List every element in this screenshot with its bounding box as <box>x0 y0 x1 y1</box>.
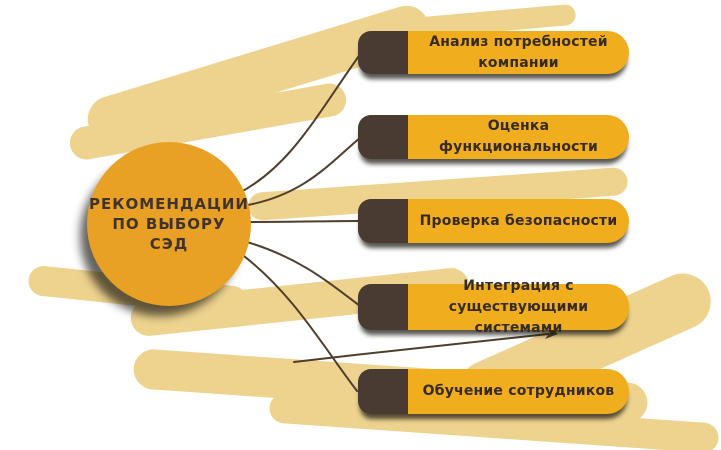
pill-cap <box>358 115 408 159</box>
pill-label: Обучение сотрудников <box>422 383 615 399</box>
pill-label: Интеграция с существующими системами <box>448 277 589 336</box>
pill-cap <box>358 369 408 414</box>
pill-label: Анализ потребностей компании <box>429 33 608 71</box>
recommendation-pill-2: Оценка функциональности <box>358 115 629 159</box>
pill-cap <box>358 199 408 243</box>
connector-line-4 <box>246 241 361 307</box>
pill-label: Оценка функциональности <box>439 118 598 155</box>
recommendation-pill-3: Проверка безопасности <box>358 199 629 243</box>
pill-label: Проверка безопасности <box>419 212 618 229</box>
hub-label: РЕКОМЕНДАЦИИ ПО ВЫБОРУ СЭД <box>89 194 249 254</box>
connector-line-flick <box>293 333 549 363</box>
recommendation-pill-4: Интеграция с существующими системами <box>358 278 629 336</box>
hub-circle: РЕКОМЕНДАЦИИ ПО ВЫБОРУ СЭД <box>87 142 251 306</box>
connector-line-3 <box>250 220 362 223</box>
connector-line-1 <box>240 52 362 193</box>
connector-line-2 <box>247 136 362 206</box>
recommendation-pill-1: Анализ потребностей компании <box>358 31 629 74</box>
pill-cap <box>358 284 408 330</box>
arrowhead-icon <box>545 330 558 339</box>
connector-line-5 <box>239 252 358 392</box>
pill-cap <box>358 31 408 74</box>
recommendation-pill-5: Обучение сотрудников <box>358 369 629 414</box>
